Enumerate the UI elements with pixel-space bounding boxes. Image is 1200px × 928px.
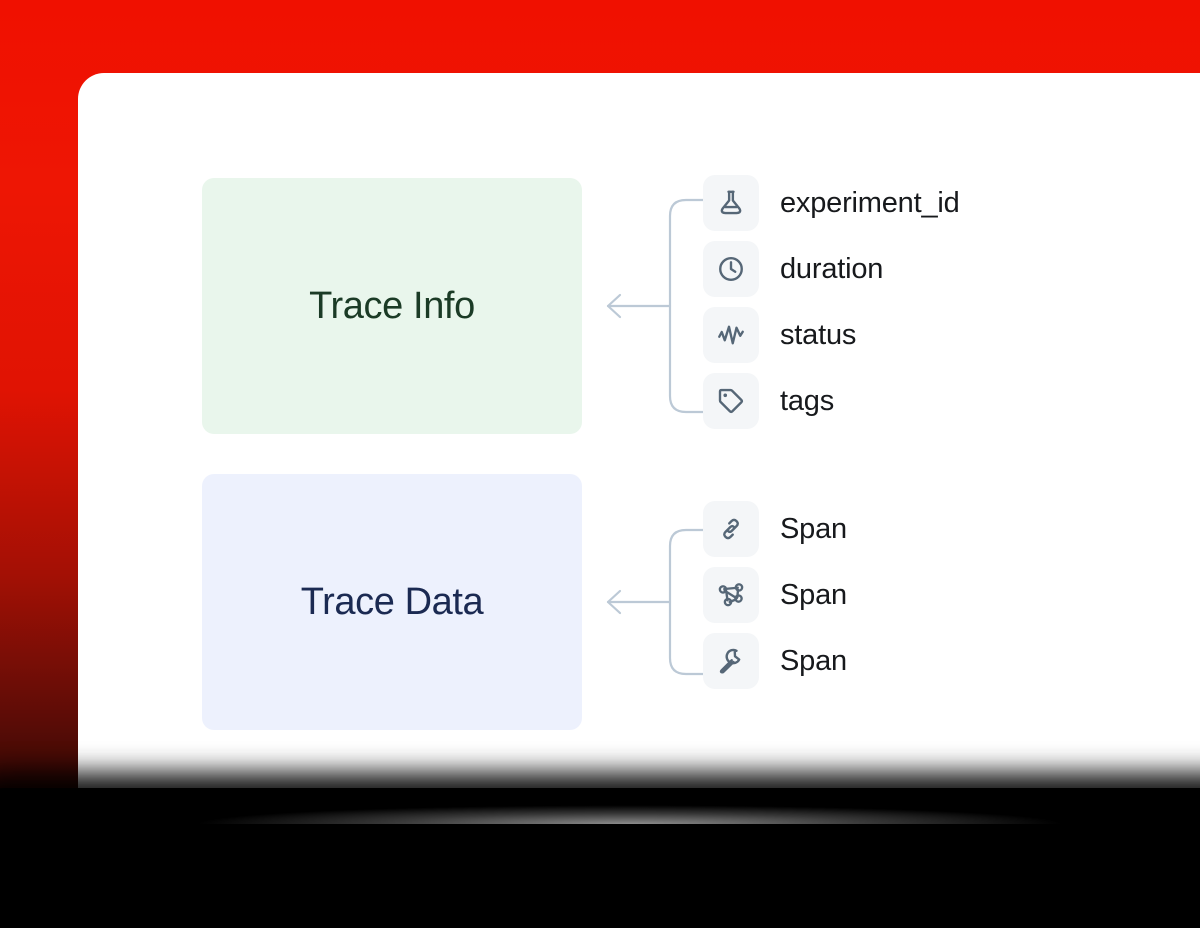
- link-icon: [703, 501, 759, 557]
- connector-bracket-trace-data: [606, 528, 724, 676]
- connector-bracket-trace-info: [606, 198, 724, 414]
- attr-row-span-link[interactable]: Span: [703, 501, 847, 557]
- attr-label: duration: [780, 252, 884, 285]
- attr-label: Span: [780, 512, 847, 545]
- white-content-card: Trace Info experiment_id: [78, 73, 1200, 795]
- attr-label: Span: [780, 644, 847, 677]
- attr-row-tags[interactable]: tags: [703, 373, 960, 429]
- attr-row-duration[interactable]: duration: [703, 241, 960, 297]
- group-label-trace-info: Trace Info: [309, 284, 475, 327]
- activity-icon: [703, 307, 759, 363]
- group-box-trace-data[interactable]: Trace Data: [202, 474, 582, 730]
- attr-label: Span: [780, 578, 847, 611]
- flask-icon: [703, 175, 759, 231]
- attribute-list-trace-data: Span Span: [703, 501, 847, 689]
- tag-icon: [703, 373, 759, 429]
- wrench-icon: [703, 633, 759, 689]
- attr-row-status[interactable]: status: [703, 307, 960, 363]
- attr-row-span-network[interactable]: Span: [703, 567, 847, 623]
- group-label-trace-data: Trace Data: [300, 580, 484, 623]
- attribute-list-trace-info: experiment_id duration status: [703, 175, 960, 429]
- device-bottom-shadow: [0, 788, 1200, 928]
- attr-label: tags: [780, 384, 835, 417]
- attr-row-experiment-id[interactable]: experiment_id: [703, 175, 960, 231]
- clock-icon: [703, 241, 759, 297]
- attr-label: status: [780, 318, 857, 351]
- network-icon: [703, 567, 759, 623]
- group-box-trace-info[interactable]: Trace Info: [202, 178, 582, 434]
- attr-row-span-wrench[interactable]: Span: [703, 633, 847, 689]
- attr-label: experiment_id: [780, 186, 960, 219]
